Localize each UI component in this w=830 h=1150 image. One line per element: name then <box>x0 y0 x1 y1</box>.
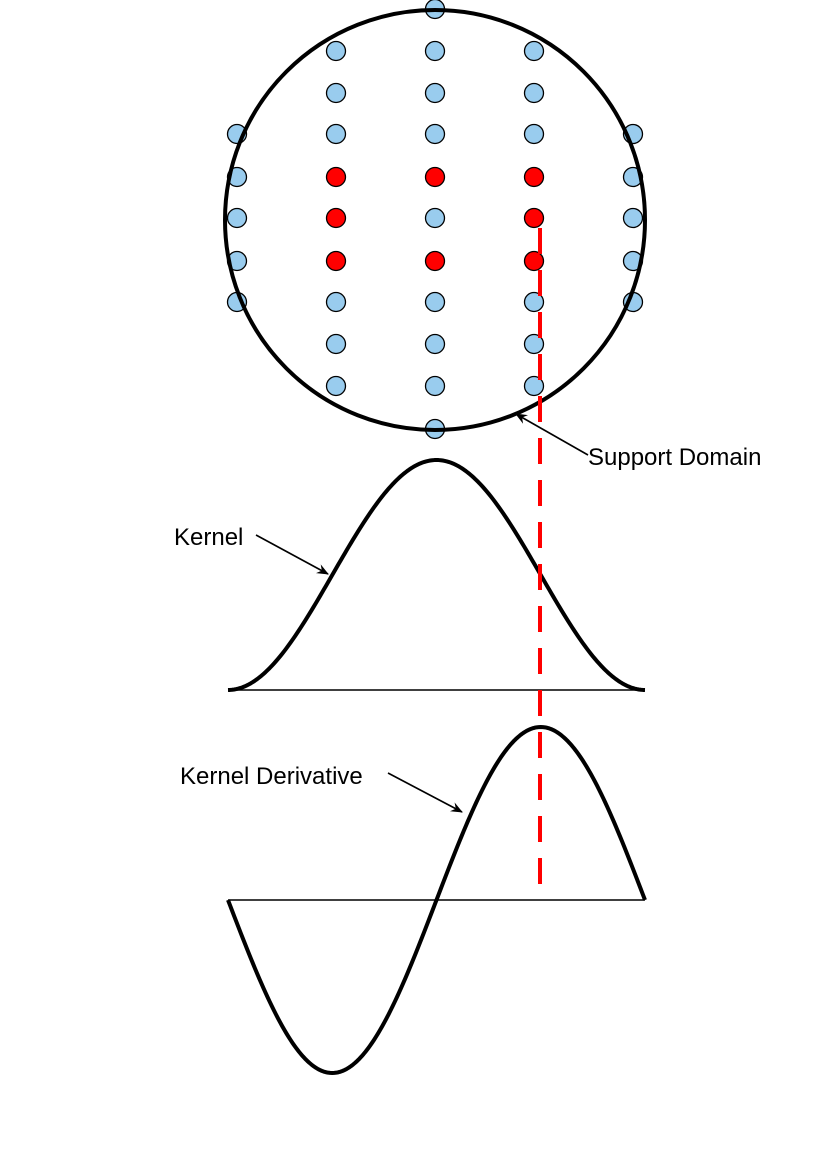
neighbor-particle <box>424 166 446 188</box>
neighbor-particle <box>325 166 347 188</box>
particle <box>424 82 446 104</box>
kernel-derivative-arrow <box>387 772 463 813</box>
kernel-curve <box>227 458 646 692</box>
particle <box>523 123 545 145</box>
particle <box>325 291 347 313</box>
particle <box>523 40 545 62</box>
support-domain-label: Support Domain <box>588 444 761 471</box>
neighbor-particle <box>523 166 545 188</box>
particle <box>325 333 347 355</box>
particle <box>622 207 644 229</box>
particle <box>523 333 545 355</box>
particle-grid <box>226 0 644 440</box>
support-domain-circle <box>223 8 647 432</box>
kernel-label: Kernel <box>174 524 243 551</box>
particle <box>325 123 347 145</box>
neighbor-particle <box>424 250 446 272</box>
support-domain-arrow <box>515 413 589 456</box>
particle <box>424 333 446 355</box>
particle <box>424 207 446 229</box>
particle <box>424 123 446 145</box>
particle <box>424 375 446 397</box>
neighbor-particle <box>325 207 347 229</box>
particle <box>523 375 545 397</box>
particle <box>523 82 545 104</box>
particle <box>325 40 347 62</box>
neighbor-particle <box>523 207 545 229</box>
kernel-arrow <box>255 534 329 575</box>
particle <box>523 291 545 313</box>
particle <box>325 82 347 104</box>
particle <box>424 291 446 313</box>
neighbor-particle <box>325 250 347 272</box>
particle <box>226 207 248 229</box>
particle <box>325 375 347 397</box>
particle <box>424 40 446 62</box>
kernel-derivative-label: Kernel Derivative <box>180 763 363 790</box>
kernel-derivative-curve <box>226 725 647 1075</box>
neighbor-particle <box>523 250 545 272</box>
